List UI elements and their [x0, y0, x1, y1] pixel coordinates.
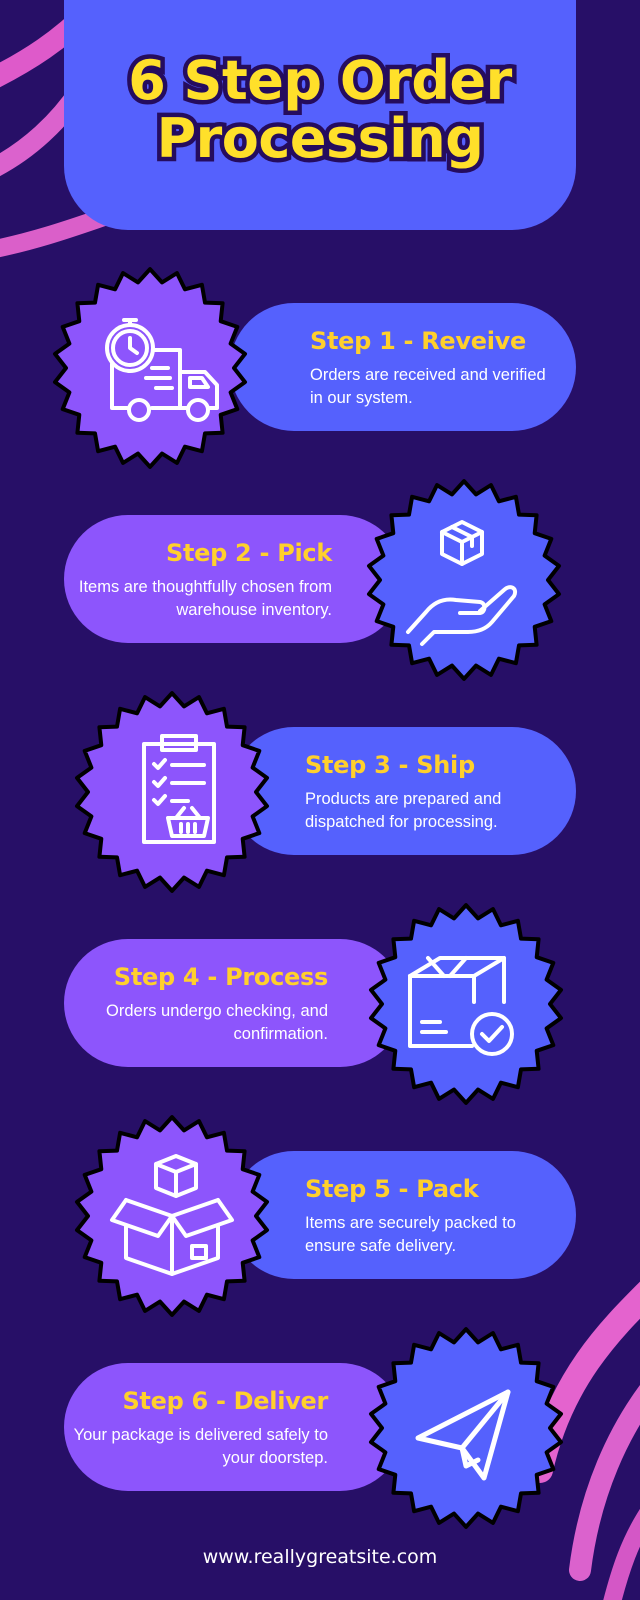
- step-4-title: Step 4 - Process: [113, 963, 328, 991]
- step-5-title: Step 5 - Pack: [305, 1175, 479, 1203]
- header-panel: [64, 0, 576, 230]
- box-checkmark-icon: [408, 956, 514, 1056]
- hand-holding-box-icon: [406, 520, 517, 646]
- step-6-badge: [366, 1320, 566, 1536]
- step-4-panel: [64, 939, 404, 1067]
- clipboard-checklist-icon: [142, 734, 216, 844]
- step-5-description: Items are securely packed to ensure safe…: [305, 1214, 516, 1255]
- step-2-panel: [64, 515, 404, 643]
- step-4-badge: [366, 896, 566, 1112]
- step-1-badge: [50, 260, 250, 476]
- page-title-line-1: 6 Step Order: [124, 47, 517, 114]
- step-1-panel: [230, 303, 576, 431]
- step-2-title: Step 2 - Pick: [165, 539, 332, 567]
- step-3-description: Products are prepared and dispatched for…: [305, 790, 502, 831]
- open-box-icon: [110, 1154, 234, 1276]
- step-6-title: Step 6 - Deliver: [122, 1387, 328, 1415]
- step-1-description: Orders are received and verified in our …: [310, 366, 546, 407]
- step-5-badge: [72, 1108, 272, 1324]
- footer-website-url: www.reallygreatsite.com: [202, 1546, 438, 1568]
- page-title-line-2: Processing: [152, 105, 488, 172]
- step-6-panel: [64, 1363, 404, 1491]
- step-1-title: Step 1 - Reveive: [310, 327, 526, 355]
- page-title: 6 Step Order Processing: [64, 47, 576, 172]
- step-4-description: Orders undergo checking, and confirmatio…: [106, 1002, 328, 1043]
- step-2-description: Items are thoughtfully chosen from wareh…: [78, 578, 332, 619]
- step-3-title: Step 3 - Ship: [305, 751, 475, 779]
- paper-plane-icon: [415, 1389, 511, 1481]
- step-6-description: Your package is delivered safely to your…: [73, 1426, 328, 1467]
- step-2-badge: [364, 472, 564, 688]
- stopwatch-truck-icon: [105, 318, 219, 422]
- step-5-panel: [230, 1151, 576, 1279]
- step-3-badge: [72, 684, 272, 900]
- step-3-panel: [230, 727, 576, 855]
